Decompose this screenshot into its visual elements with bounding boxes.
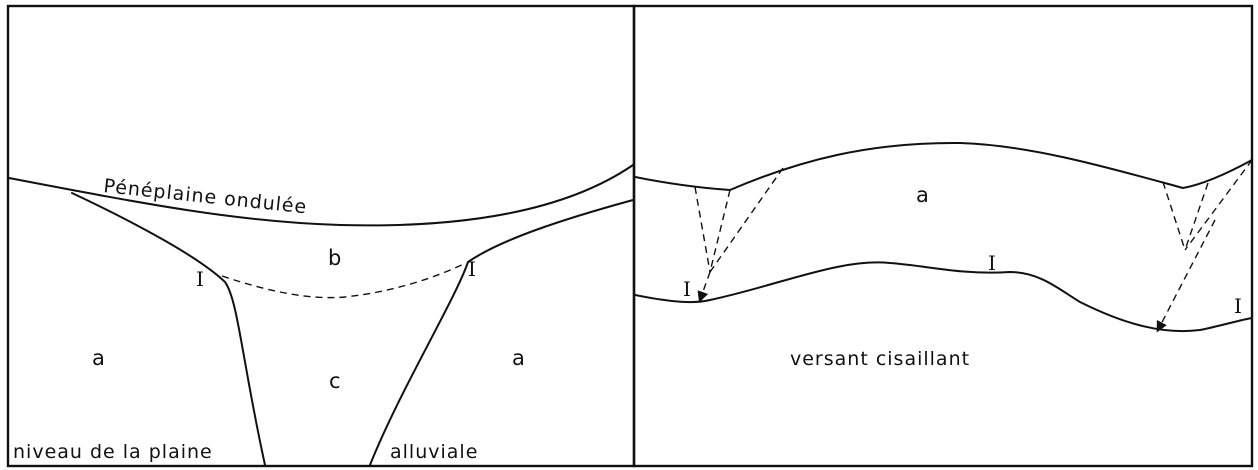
dashed-guide-right-1	[1162, 181, 1186, 251]
shear-surface-line	[634, 261, 1253, 333]
right-marker-i-1: I	[683, 277, 691, 301]
upper-surface-line	[634, 141, 1253, 191]
right-marker-i-3: I	[1234, 294, 1242, 318]
dashed-guide-left-2	[709, 189, 731, 273]
left-panel: Pénéplaine ondulée b a c a I I niveau de…	[8, 164, 634, 466]
dashed-arrow-left	[697, 271, 711, 303]
right-panel-frame	[632, 4, 1254, 468]
shear-slope-label: versant cisaillant	[790, 348, 970, 370]
plain-level-label: niveau de la plaine	[13, 441, 213, 463]
dashed-guide-left-3	[709, 167, 784, 273]
dashed-guide-left-1	[694, 186, 711, 273]
dashed-guide-right-3	[1184, 159, 1253, 251]
marker-i-right: I	[468, 257, 476, 281]
reconstructed-surface-dashed	[221, 262, 467, 299]
zone-c-label: c	[329, 369, 341, 393]
right-valley-wall	[369, 199, 634, 466]
dashed-arrow-right	[1156, 219, 1216, 333]
right-panel: a I I I versant cisaillant	[634, 141, 1253, 370]
marker-i-left: I	[196, 267, 204, 291]
right-zone-a-label: a	[916, 183, 929, 207]
zone-b-label: b	[328, 246, 341, 270]
left-panel-frame	[6, 4, 636, 468]
zone-a-right-label: a	[512, 346, 525, 370]
alluvial-label: alluviale	[390, 441, 478, 463]
right-marker-i-2: I	[988, 251, 996, 275]
left-valley-wall	[71, 192, 266, 466]
peneplain-surface-line	[8, 164, 634, 227]
zone-a-left-label: a	[92, 346, 105, 370]
dashed-guide-right-2	[1184, 182, 1209, 251]
